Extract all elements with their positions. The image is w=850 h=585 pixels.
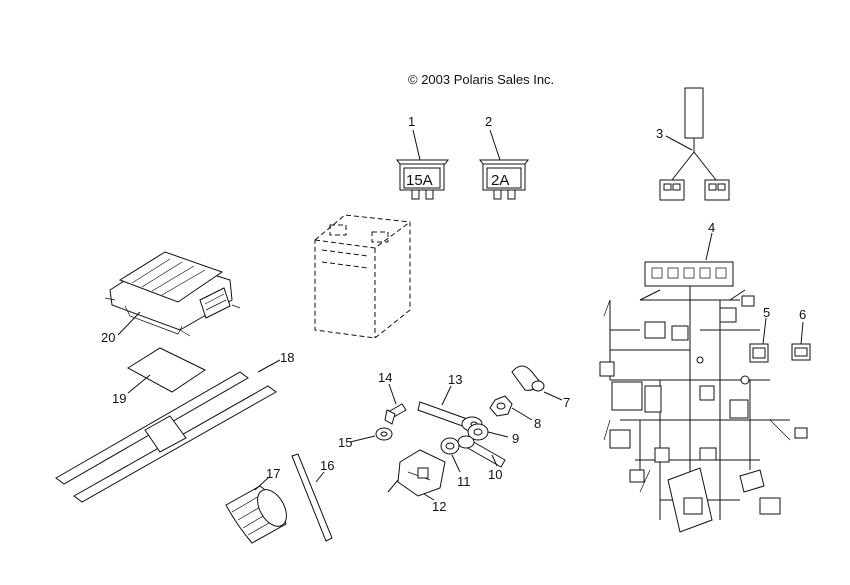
callout-7: 7: [563, 395, 570, 410]
fuse-15a: 15A: [396, 159, 449, 200]
callout-18: 18: [280, 350, 294, 365]
washer-11: [440, 437, 460, 455]
fuse-15a-label: 15A: [406, 172, 433, 189]
ecu-module: [104, 251, 241, 337]
callout-9: 9: [512, 431, 519, 446]
washer-15: [375, 427, 393, 441]
starter-solenoid: [387, 449, 446, 497]
fuse-2a-label: 2A: [491, 172, 509, 189]
callout-14: 14: [378, 370, 392, 385]
terminal-boot: [511, 365, 545, 392]
nut: [489, 395, 513, 417]
callout-5: 5: [763, 305, 770, 320]
connector-6: [791, 343, 811, 361]
callout-3: 3: [656, 126, 663, 141]
callout-4: 4: [708, 220, 715, 235]
cable-tie: [291, 453, 333, 542]
callout-20: 20: [101, 330, 115, 345]
callout-15: 15: [338, 435, 352, 450]
foam-pad: [127, 347, 207, 393]
callout-2: 2: [485, 114, 492, 129]
callout-13: 13: [448, 372, 462, 387]
main-wiring-harness: [599, 261, 808, 533]
connector-5: [749, 343, 769, 363]
callout-11: 11: [457, 474, 471, 489]
battery-straps: [55, 371, 277, 503]
copyright-text: © 2003 Polaris Sales Inc.: [408, 72, 554, 87]
callout-1: 1: [408, 114, 415, 129]
bolt: [384, 403, 407, 425]
callout-19: 19: [112, 391, 126, 406]
wire-conduit: [225, 485, 287, 544]
callout-12: 12: [432, 499, 446, 514]
callout-8: 8: [534, 416, 541, 431]
ground-cable: [457, 435, 506, 468]
washer-9: [467, 423, 489, 441]
battery-outline: [314, 214, 411, 339]
fuse-2a: 2A: [479, 159, 529, 200]
relay-harness: [659, 87, 730, 201]
callout-16: 16: [320, 458, 334, 473]
callout-6: 6: [799, 307, 806, 322]
callout-17: 17: [266, 466, 280, 481]
callout-10: 10: [488, 467, 502, 482]
